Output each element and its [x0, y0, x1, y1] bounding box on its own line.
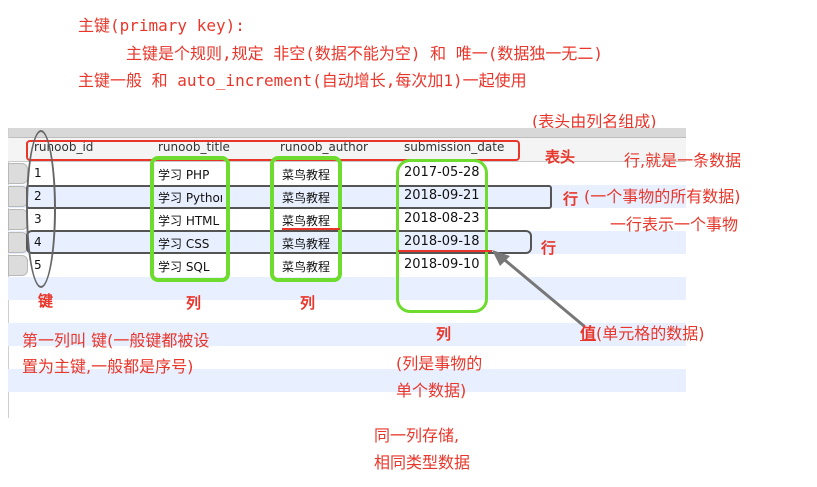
cell-author[interactable]: 菜鸟教程	[282, 260, 331, 274]
cell-title[interactable]: 学习 SQL	[158, 260, 210, 274]
header-note: (表头由列名组成)	[532, 112, 657, 131]
cell-author[interactable]: 菜鸟教程	[282, 214, 331, 228]
row-desc-1: (一个事物的所有数据)	[584, 187, 741, 206]
col-desc-4: 相同类型数据	[374, 453, 471, 472]
col-desc-2: 单个数据)	[396, 381, 467, 400]
row-tag-2: 行	[541, 239, 557, 257]
cell-title[interactable]: 学习 PHP	[158, 168, 210, 182]
col-tag-3: 列	[436, 325, 452, 343]
row-handle[interactable]	[8, 232, 28, 253]
column-header-submission-date[interactable]: submission_date	[404, 140, 505, 154]
row-handle[interactable]	[8, 163, 28, 184]
key-tag: 键	[38, 292, 54, 310]
row-handle[interactable]	[8, 186, 28, 207]
note-primary-key-rule: 主键是个规则,规定 非空(数据不能为空) 和 唯一(数据独一无二)	[126, 44, 604, 63]
header-tag: 表头	[545, 148, 576, 166]
key-desc-2: 置为主键,一般都是序号)	[22, 357, 194, 376]
table-row[interactable]	[8, 208, 686, 231]
cell-title[interactable]: 学习 Python	[158, 191, 222, 205]
row-desc-2: 一行表示一个事物	[610, 215, 739, 234]
value-annotation: 值(单元格的数据)	[580, 320, 705, 344]
table-row[interactable]	[8, 162, 686, 185]
col-tag-2: 列	[300, 294, 316, 312]
cell-date[interactable]: 2018-09-18	[404, 234, 480, 249]
cell-author[interactable]: 菜鸟教程	[282, 191, 331, 205]
table-row[interactable]	[8, 185, 686, 208]
title-column-highlight	[150, 156, 230, 282]
column-header-runoob-author[interactable]: runoob_author	[280, 140, 368, 154]
cell-author[interactable]: 菜鸟教程	[282, 237, 331, 251]
author-cell-underline	[282, 228, 340, 230]
col-desc-1: (列是事物的	[396, 354, 483, 373]
data-table: runoob_id runoob_title runoob_author sub…	[0, 128, 686, 418]
value-desc: (单元格的数据)	[596, 324, 705, 343]
note-auto-increment: 主键一般 和 auto_increment(自动增长,每次加1)一起使用	[78, 71, 527, 90]
date-column-highlight	[396, 159, 488, 313]
author-column-highlight	[270, 156, 342, 282]
cell-date[interactable]: 2017-05-28	[404, 165, 480, 180]
col-tag-1: 列	[186, 294, 202, 312]
row-tag: 行	[563, 190, 579, 208]
note-primary-key-title: 主键(primary key):	[78, 16, 245, 35]
cell-author[interactable]: 菜鸟教程	[282, 168, 331, 182]
table-frame-top	[8, 128, 686, 138]
value-arrow-icon	[492, 250, 585, 328]
key-desc-1: 第一列叫 键(一般键都被设	[22, 331, 210, 350]
date-cell-underline	[398, 250, 492, 252]
table-header-row	[8, 138, 686, 162]
column-header-runoob-title[interactable]: runoob_title	[158, 140, 230, 154]
row-note: 行,就是一条数据	[624, 151, 742, 170]
cell-date[interactable]: 2018-08-23	[404, 211, 480, 226]
table-row-empty	[8, 369, 686, 392]
col-desc-3: 同一列存储,	[374, 426, 460, 445]
row-handle[interactable]	[8, 209, 28, 230]
row-handle[interactable]	[8, 255, 28, 276]
cell-date[interactable]: 2018-09-10	[404, 257, 480, 272]
cell-date[interactable]: 2018-09-21	[404, 188, 480, 203]
table-row-empty	[8, 277, 686, 300]
cell-title[interactable]: 学习 CSS	[158, 237, 210, 251]
table-row-empty	[8, 392, 686, 415]
cell-title[interactable]: 学习 HTML	[158, 214, 220, 228]
key-column-ellipse	[26, 130, 56, 288]
table-row-empty	[8, 323, 686, 346]
value-tag: 值	[580, 324, 597, 343]
table-row[interactable]	[8, 231, 686, 254]
